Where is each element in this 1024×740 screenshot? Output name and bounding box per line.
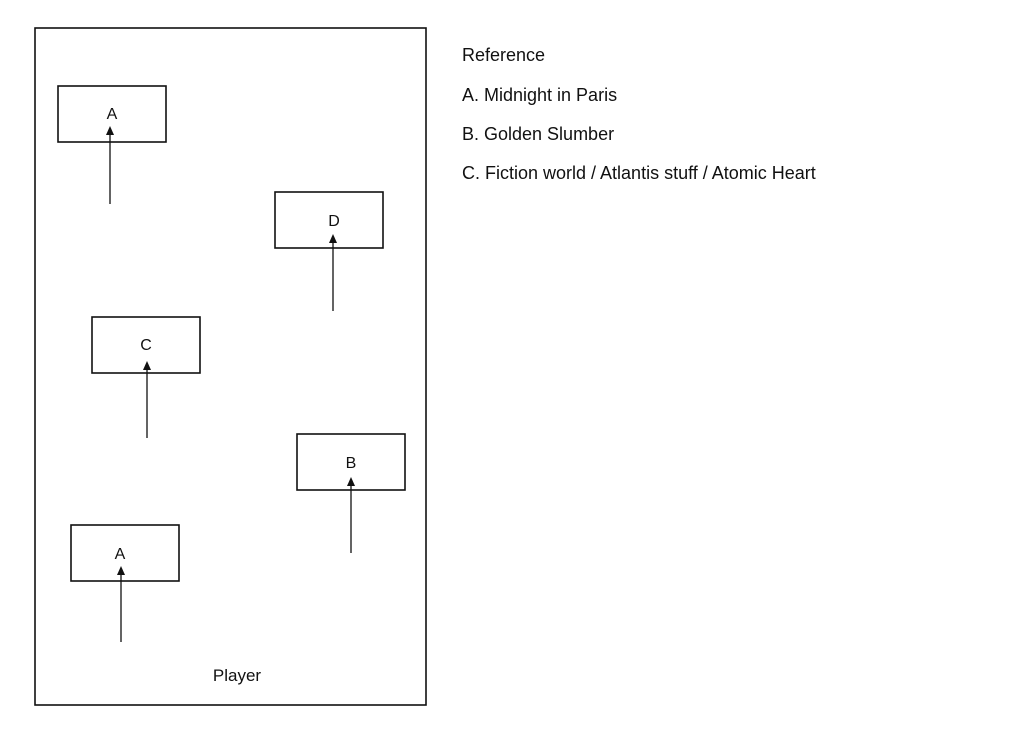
node-b-label: B [346, 455, 357, 472]
reference-item-b: B. Golden Slumber [462, 124, 615, 144]
node-e-label: A [107, 106, 118, 123]
node-b: B [296, 433, 406, 553]
player-label: Player [213, 666, 262, 685]
node-c-label: C [140, 337, 152, 354]
reference-item-c: C. Fiction world / Atlantis stuff / Atom… [462, 163, 816, 183]
level-diagram: A D C B A Player [34, 27, 427, 706]
node-d-label: D [328, 213, 340, 230]
arrow-e-head [106, 126, 114, 135]
node-a: A [70, 524, 180, 642]
arrow-d-head [329, 234, 337, 243]
node-c-box [91, 316, 201, 374]
node-a-label: A [115, 546, 126, 563]
node-e-box [57, 85, 167, 143]
node-e: A [57, 85, 167, 204]
node-c: C [91, 316, 201, 438]
arrow-c-head [143, 361, 151, 370]
map-frame [34, 27, 427, 706]
node-a-box [70, 524, 180, 582]
arrow-a-head [117, 566, 125, 575]
arrow-b-head [347, 477, 355, 486]
node-d: D [274, 191, 384, 311]
reference-title: Reference [462, 45, 546, 65]
node-d-box [274, 191, 384, 249]
reference-item-a: A. Midnight in Paris [462, 85, 618, 105]
